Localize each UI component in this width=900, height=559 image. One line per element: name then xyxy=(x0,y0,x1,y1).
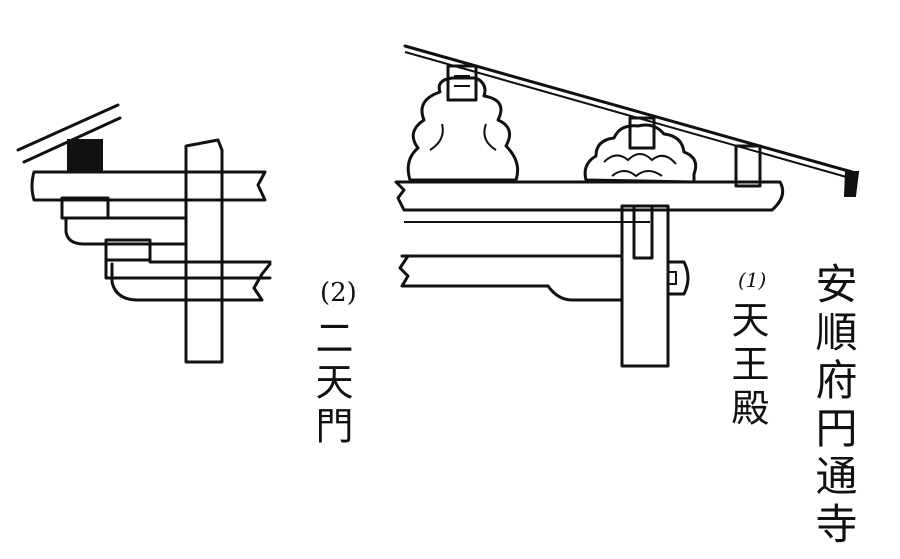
figure-1-purlin-block-left xyxy=(446,64,478,102)
figure-1-lower-beam xyxy=(398,254,624,302)
figure-2-middle-beam xyxy=(104,258,272,280)
figure-1-column-slot xyxy=(632,204,654,260)
figure-2-rafter xyxy=(16,103,120,152)
figure-2-lower-beam xyxy=(110,262,272,302)
figure-1-ornament-left xyxy=(406,76,520,182)
figure-2-column xyxy=(184,138,224,364)
temple-title: 安順府円通寺 xyxy=(809,262,858,550)
figure-2-bracket-arm-upper xyxy=(64,216,188,246)
figure-1-column xyxy=(620,204,670,368)
figure-1-purlin-block-right xyxy=(734,144,762,188)
figure-1-number: (1) xyxy=(738,268,767,292)
figure-1-ornament-center xyxy=(583,123,698,184)
figure-1-drawing xyxy=(394,44,860,368)
figure-2-name: 二天門 xyxy=(309,318,353,450)
figure-1-ridge-beam xyxy=(394,180,785,212)
figure-1-tenon xyxy=(666,260,690,296)
figure-2-number: (2) xyxy=(320,278,357,308)
figure-2-bracket-block-upper xyxy=(60,196,110,220)
figure-1-rafter xyxy=(403,44,854,174)
figure-2-top-beam xyxy=(30,170,267,202)
figure-1-name: 天王殿 xyxy=(725,300,769,432)
figure-1-purlin-block-center xyxy=(628,116,656,150)
figure-1-rafter-end xyxy=(843,171,860,197)
figure-2-purlin-block xyxy=(67,139,103,173)
figure-2-drawing xyxy=(16,103,272,364)
figure-2-bracket-block-lower xyxy=(104,238,152,262)
